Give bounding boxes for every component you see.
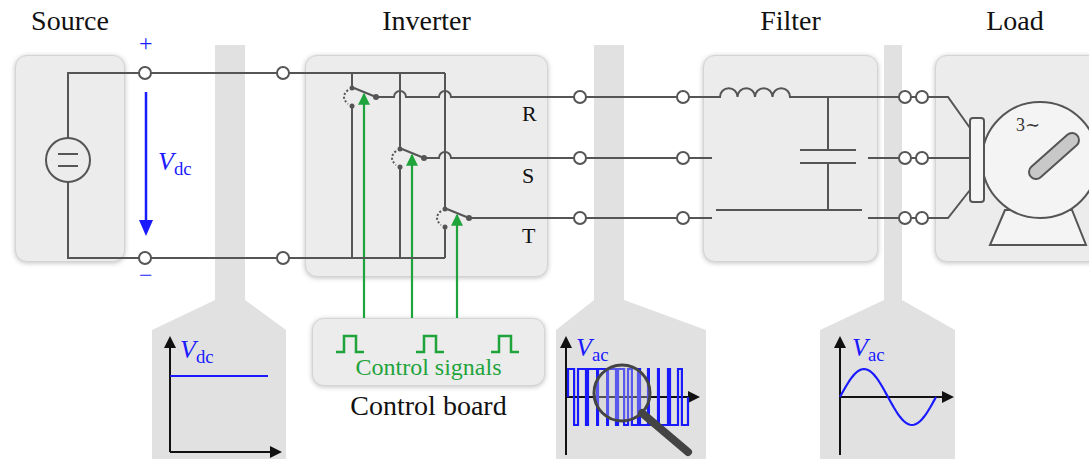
box-heading: Filter [760,6,821,37]
switch-contact [350,104,355,109]
filter-symbol [703,88,878,218]
source-symbol [46,73,125,258]
source-symbol [58,154,78,166]
inverter-switches [305,73,445,209]
motor-symbol [935,97,1089,245]
switch-contact [398,165,403,170]
terminal [899,91,911,103]
motor-symbol [1036,140,1072,172]
switch-contact [373,94,379,100]
terminal [139,67,151,79]
axis-arrow [270,446,282,458]
axis-label: Vac [852,334,885,363]
axis-arrow [834,336,846,348]
inverter-switches [305,73,548,258]
box-heading: Control board [350,391,506,422]
phase-label: T [522,224,535,248]
pulse-icon [491,336,519,352]
terminal [916,91,928,103]
motor-symbol [982,102,1089,218]
motor-phase-mark: 3∼ [1016,116,1040,136]
axis-arrow [164,336,954,458]
axis-label: Vac [576,334,609,363]
plot-axes [566,346,690,455]
control-arrow [411,155,413,318]
callout-band [556,45,706,459]
inverter-switches [424,152,548,158]
inverter-switches [305,106,445,258]
switch-contact [350,86,473,230]
magnifier [594,365,688,452]
plot-axes [170,346,272,452]
inverter-switches [344,90,441,225]
axis-arrow [164,336,176,348]
inverter-switches [469,217,548,219]
terminal [574,212,586,224]
filter-symbol [716,97,862,210]
filter-symbol [703,158,878,218]
plot-axes [170,346,944,455]
signal-trace [170,369,936,425]
control-arrow [456,215,458,318]
terminal [277,252,289,264]
inverter-switches [376,91,548,97]
pulse-icon [416,336,444,352]
waveform-panel: Vdc [152,330,286,459]
inverter-switches [354,88,469,218]
terminal [277,67,289,79]
terminal [139,67,928,264]
box-heading: Source [31,6,109,37]
terminal [677,152,689,164]
filter-box: Filter [703,55,878,262]
voltage-arrow [139,220,153,236]
pulse-icon [336,336,364,352]
axis-arrow [688,391,700,403]
switch-contact [398,147,403,152]
filter-symbol [703,88,878,97]
source-symbol [46,138,90,182]
terminal [574,152,586,164]
signal-trace [170,375,268,377]
terminal [677,91,689,103]
terminal [916,212,928,224]
inverter-box: Inverter [305,55,548,277]
switch-contact [466,215,472,221]
box-heading: Inverter [382,6,471,37]
terminal [677,212,689,224]
switch-contact [443,225,448,230]
axis-label: Vdc [180,336,214,365]
terminal [899,152,911,164]
callout-band [152,45,286,459]
switch-contact [350,86,355,91]
pulse-icon [336,336,519,352]
polarity-sign: − [139,262,153,288]
magnifier [642,413,688,452]
callout-band [152,45,955,459]
motor-symbol [935,97,970,218]
voltage-arrow [145,92,148,222]
voltage-arrow [139,92,153,236]
motor-symbol [970,118,984,202]
control-arrow [363,94,365,318]
source-box: Source [15,55,125,262]
signal-trace [840,369,936,425]
terminal [899,212,911,224]
switch-contact [443,207,448,212]
phase-label: S [522,164,534,188]
axis-arrow [560,336,572,348]
terminal [574,91,586,103]
polarity-sign: + [139,30,153,56]
phase-label: R [522,102,537,126]
motor-symbol [1036,140,1072,172]
terminal [916,152,928,164]
plot-axes [840,346,944,455]
switch-contact [421,155,427,161]
box-text: Control signals [355,354,501,380]
voltage-label: Vdc [158,148,192,177]
box-heading: Load [986,6,1044,37]
axis-arrow [942,391,954,403]
